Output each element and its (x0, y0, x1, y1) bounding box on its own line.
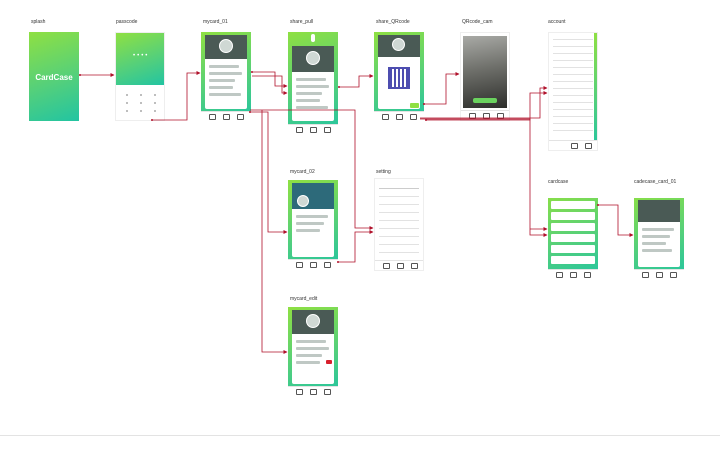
footer-divider (0, 435, 720, 436)
arrow-cardcase-to-card01 (598, 205, 633, 235)
arrow-mycard01-to-sharepull-2 (252, 76, 287, 93)
arrow-mycard01-to-mycardedit (262, 110, 287, 352)
arrow-qrcode-to-cam (424, 74, 459, 104)
arrow-mycard01-to-mycard02 (250, 112, 287, 232)
arrow-passcode-to-mycard01 (152, 73, 200, 120)
arrow-account-to-cardcase (420, 119, 547, 235)
arrow-qrcode-to-account (426, 93, 547, 120)
arrow-mycard01-to-setting (250, 110, 373, 228)
arrow-qrcode-to-account-2 (420, 88, 547, 118)
arrow-mycard02-to-setting (338, 232, 373, 262)
arrow-sharepull-to-qrcode (339, 76, 373, 87)
